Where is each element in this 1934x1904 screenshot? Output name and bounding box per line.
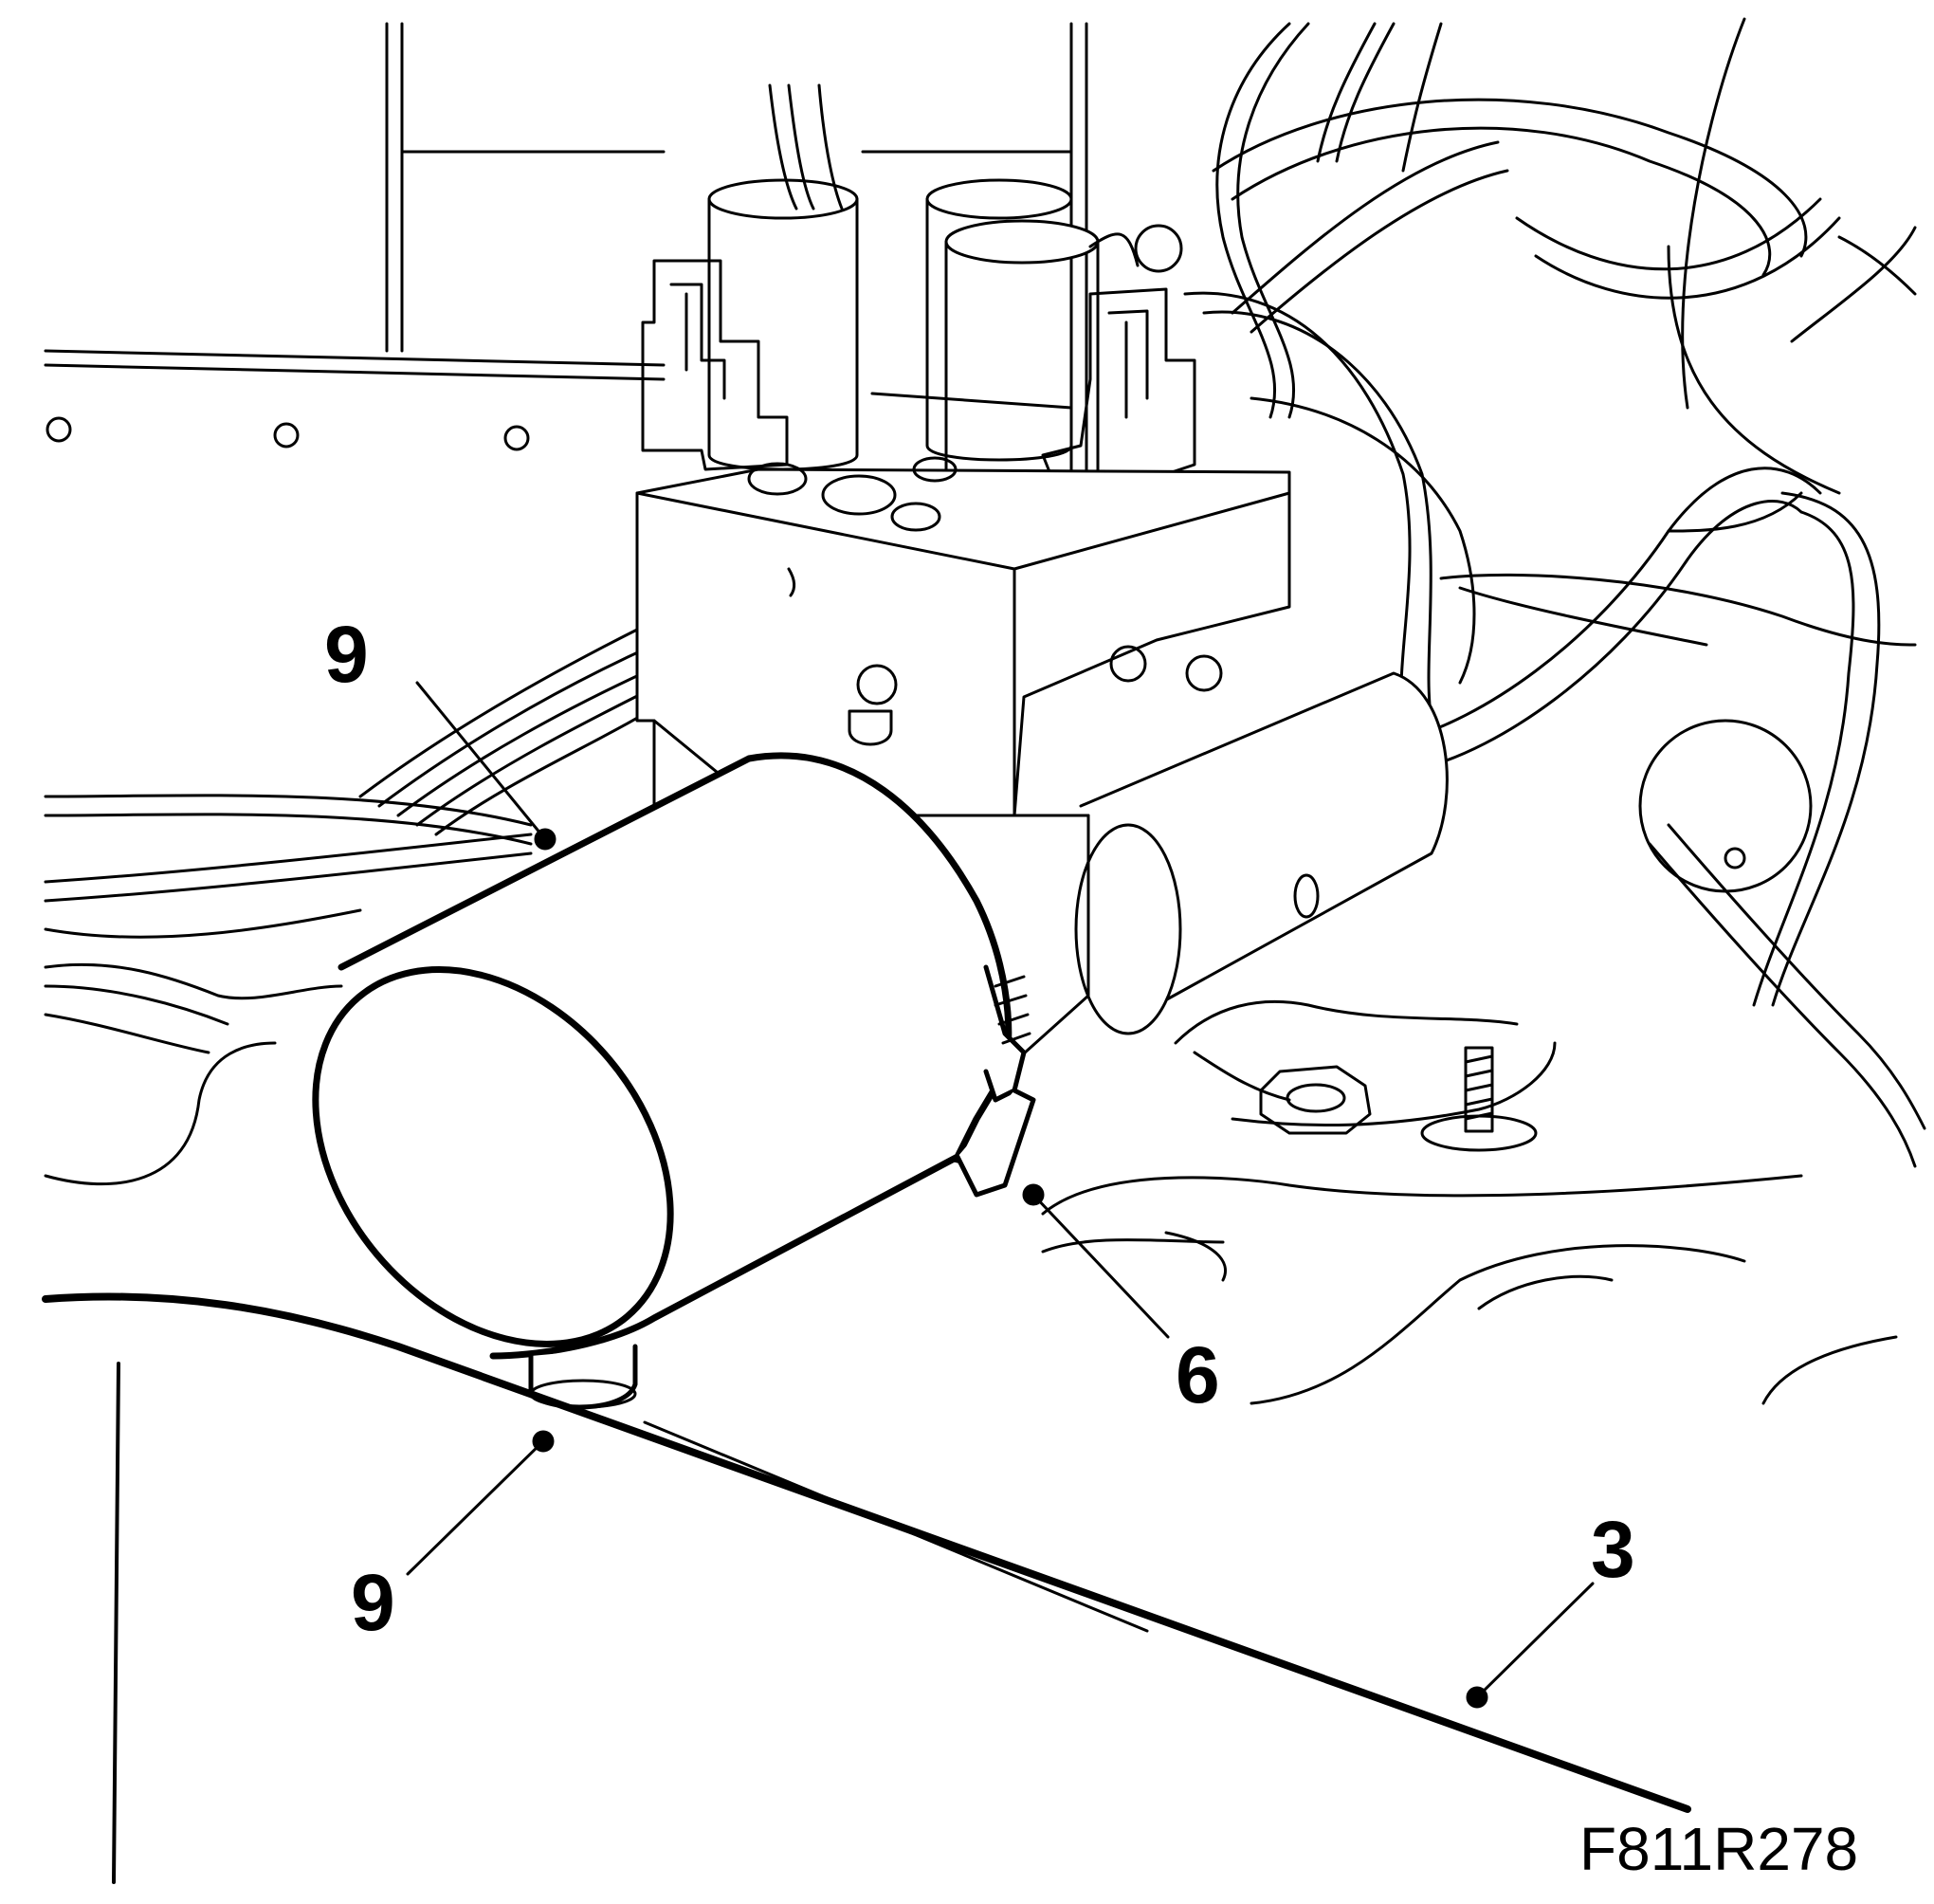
leader-line-lower-9 — [406, 1430, 555, 1576]
figure-id: F811R278 — [1579, 1815, 1859, 1883]
callout-3: 3 — [1591, 1505, 1635, 1594]
leader-line-6 — [1022, 1183, 1170, 1339]
panel-holes — [46, 416, 530, 451]
floor-panel — [44, 962, 1898, 1405]
rear-wall-panel — [44, 22, 1263, 495]
fluid-reservoir — [312, 752, 1036, 1410]
leader-line-3 — [1466, 1582, 1595, 1709]
wiring-harness-left — [44, 624, 666, 939]
callout-6: 6 — [1176, 1330, 1220, 1419]
leader-lines — [406, 681, 1595, 1709]
floor-bolt-with-washer — [1420, 1046, 1538, 1152]
electrical-connectors — [641, 259, 1196, 481]
wiring-harness-top — [1183, 17, 1917, 770]
callout-9-lower: 9 — [351, 1558, 395, 1647]
floor-nut — [1259, 1065, 1372, 1135]
leader-line-upper-9 — [415, 681, 556, 851]
floor-edge — [42, 1292, 1691, 1884]
valve-block — [635, 456, 1291, 817]
callout-9-upper: 9 — [324, 610, 369, 699]
wiring-harness-right — [1638, 491, 1926, 1168]
